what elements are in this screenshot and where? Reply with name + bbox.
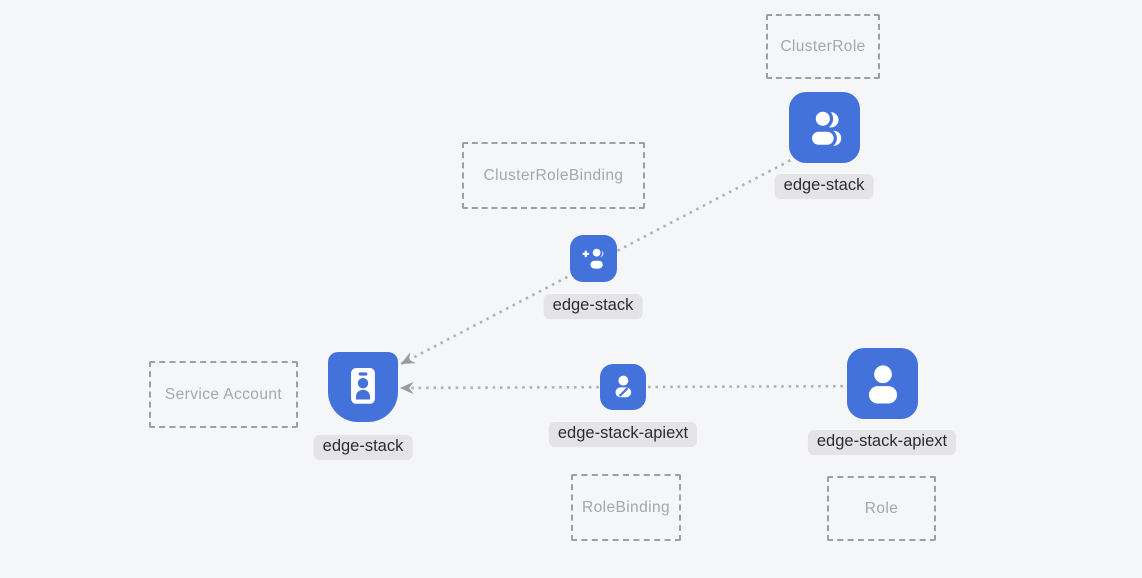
type-box-role: Role <box>827 476 936 541</box>
user-icon <box>857 358 909 410</box>
edge-role-to-serviceaccount <box>399 381 881 395</box>
users-icon <box>799 102 851 154</box>
node-rolebinding[interactable] <box>600 364 646 410</box>
node-label-clusterrolebinding[interactable]: edge-stack <box>543 294 643 319</box>
node-label-role[interactable]: edge-stack-apiext <box>807 430 957 455</box>
type-box-label: Role <box>864 499 899 517</box>
type-box-label: RoleBinding <box>582 498 670 516</box>
type-box-clusterrole: ClusterRole <box>766 14 880 79</box>
type-box-rolebinding: RoleBinding <box>571 474 681 541</box>
node-serviceaccount[interactable] <box>328 352 398 422</box>
node-clusterrole[interactable] <box>789 92 860 163</box>
user-edit-icon <box>606 370 640 404</box>
node-label-serviceaccount[interactable]: edge-stack <box>313 435 413 460</box>
type-box-label: ClusterRole <box>780 37 866 55</box>
node-label-clusterrole[interactable]: edge-stack <box>774 174 874 199</box>
node-label-rolebinding[interactable]: edge-stack-apiext <box>548 422 698 447</box>
node-role[interactable] <box>847 348 918 419</box>
type-box-label: Service Account <box>164 385 283 403</box>
type-box-service-account: Service Account <box>149 361 298 428</box>
type-box-clusterrolebinding: ClusterRoleBinding <box>462 142 645 209</box>
type-box-label: ClusterRoleBinding <box>483 166 624 184</box>
user-plus-icon <box>576 241 612 277</box>
id-badge-icon <box>337 361 389 413</box>
node-clusterrolebinding[interactable] <box>570 235 617 282</box>
